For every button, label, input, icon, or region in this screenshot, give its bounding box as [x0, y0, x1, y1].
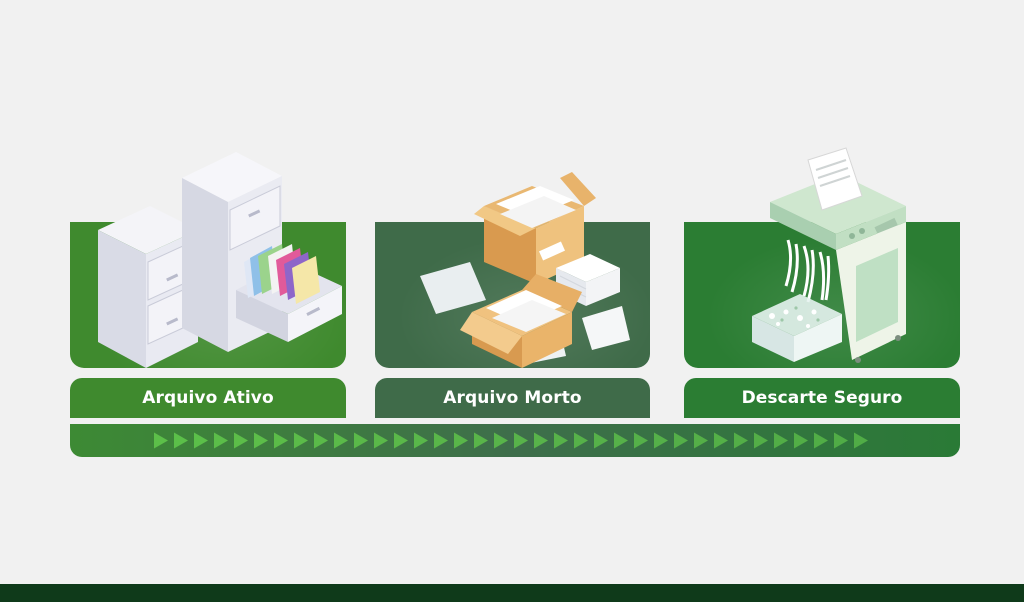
arrow-icon	[334, 432, 348, 449]
arrow-icon	[514, 432, 528, 449]
arrow-icon	[314, 432, 328, 449]
arrow-icon	[594, 432, 608, 449]
arrow-icon	[434, 432, 448, 449]
arrow-icon	[574, 432, 588, 449]
footer-band	[0, 584, 1024, 602]
arrow-icon	[814, 432, 828, 449]
arrow-icon	[174, 432, 188, 449]
arrow-icon	[774, 432, 788, 449]
stage-label-arquivo-morto: Arquivo Morto	[375, 378, 650, 418]
arrow-sequence	[154, 432, 868, 449]
arrow-icon	[254, 432, 268, 449]
arrow-icon	[634, 432, 648, 449]
arrow-icon	[754, 432, 768, 449]
arrow-icon	[834, 432, 848, 449]
arrow-icon	[694, 432, 708, 449]
stage-label-arquivo-ativo: Arquivo Ativo	[70, 378, 346, 418]
arrow-icon	[414, 432, 428, 449]
arrow-icon	[274, 432, 288, 449]
arrow-icon	[654, 432, 668, 449]
cardboard-boxes-icon	[420, 172, 630, 368]
stage-label-text: Descarte Seguro	[741, 388, 903, 408]
arrow-icon	[474, 432, 488, 449]
arrow-icon	[394, 432, 408, 449]
arrow-icon	[194, 432, 208, 449]
arrow-icon	[534, 432, 548, 449]
arrow-icon	[214, 432, 228, 449]
arrow-icon	[794, 432, 808, 449]
paper-shredder-icon	[752, 147, 906, 363]
arrow-icon	[614, 432, 628, 449]
arrow-icon	[494, 432, 508, 449]
stage-label-text: Arquivo Ativo	[142, 388, 274, 408]
arrow-icon	[734, 432, 748, 449]
arrow-icon	[714, 432, 728, 449]
arrow-icon	[234, 432, 248, 449]
arrow-icon	[554, 432, 568, 449]
arrow-icon	[374, 432, 388, 449]
arrow-icon	[154, 432, 168, 449]
arrow-icon	[854, 432, 868, 449]
arrow-icon	[454, 432, 468, 449]
arrow-icon	[294, 432, 308, 449]
arrow-icon	[354, 432, 368, 449]
filing-cabinet-icon	[98, 152, 342, 368]
progress-track	[70, 424, 960, 457]
stage-label-text: Arquivo Morto	[443, 388, 582, 408]
stage-label-descarte-seguro: Descarte Seguro	[684, 378, 960, 418]
arrow-icon	[674, 432, 688, 449]
